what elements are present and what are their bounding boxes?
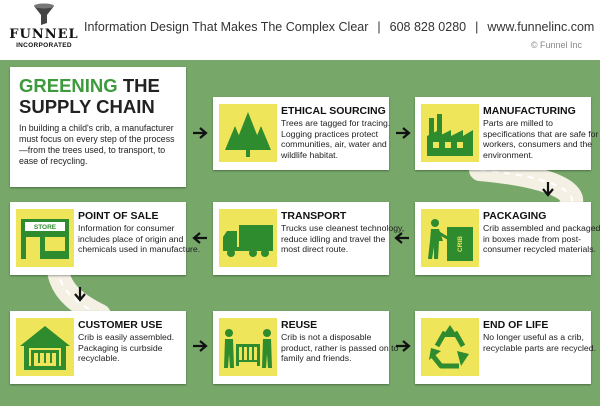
step-title: PACKAGING	[483, 210, 547, 222]
people-crib-icon	[224, 329, 272, 368]
step-title: MANUFACTURING	[483, 105, 576, 117]
funnel-icon	[34, 3, 54, 25]
arrow-right-icon	[395, 340, 411, 352]
step-text: Crib assembled and packaged in boxes mad…	[483, 223, 600, 255]
arrow-right-icon	[395, 127, 411, 139]
factory-icon	[427, 114, 473, 156]
header-tagline-row: Information Design That Makes The Comple…	[84, 20, 594, 34]
step-text: Parts are milled to specifications that …	[483, 118, 599, 160]
store-sign-label: STORE	[34, 224, 57, 231]
logo-wordmark: FUNNEL	[9, 27, 79, 42]
title-accent: GREENING	[19, 75, 118, 96]
intro-title: GREENING THE SUPPLY CHAIN	[19, 75, 160, 117]
step-customer-use: CUSTOMER USE Crib is easily assembled. P…	[10, 311, 186, 384]
intro-text: In building a child's crib, a manufactur…	[19, 123, 175, 166]
step-text: Crib is easily assembled. Packaging is c…	[78, 332, 175, 364]
step-title: TRANSPORT	[281, 210, 347, 222]
icon-frame: CRIB	[421, 209, 479, 267]
header: FUNNEL INCORPORATED Information Design T…	[0, 0, 600, 60]
step-text: Crib is not a disposable product, rather…	[281, 332, 399, 364]
separator: |	[377, 20, 381, 34]
step-point-of-sale: STORE POINT OF SALE Information for cons…	[10, 202, 200, 275]
icon-frame	[219, 209, 277, 267]
arrow-down-icon	[542, 181, 554, 197]
arrow-down-icon	[74, 286, 86, 302]
arrow-right-icon	[192, 127, 208, 139]
step-title: END OF LIFE	[483, 319, 549, 331]
step-text: Trees are tagged for tracing. Logging pr…	[281, 118, 391, 160]
tagline: Information Design That Makes The Comple…	[84, 20, 369, 34]
step-manufacturing: MANUFACTURING Parts are milled to specif…	[415, 97, 598, 170]
step-text: No longer useful as a crib, recyclable p…	[483, 332, 596, 353]
step-title: CUSTOMER USE	[78, 319, 163, 331]
title-line2: SUPPLY CHAIN	[19, 96, 155, 117]
truck-icon	[223, 225, 273, 257]
funnel-logo[interactable]: FUNNEL INCORPORATED	[8, 3, 80, 53]
store-icon: STORE	[21, 219, 69, 259]
icon-frame: STORE	[16, 209, 74, 267]
phone-number[interactable]: 608 828 0280	[389, 20, 467, 34]
copyright-notice: © Funnel Inc	[530, 40, 582, 50]
icon-frame	[421, 318, 479, 376]
step-packaging: CRIB PACKAGING Crib assembled and packag…	[415, 202, 600, 275]
arrow-left-icon	[192, 232, 208, 244]
logo-subtitle: INCORPORATED	[16, 42, 72, 49]
step-transport: TRANSPORT Trucks use cleanest technology…	[213, 202, 404, 275]
arrow-left-icon	[394, 232, 410, 244]
package-icon: CRIB	[428, 219, 473, 261]
step-reuse: REUSE Crib is not a disposable product, …	[213, 311, 398, 384]
trees-icon	[225, 112, 271, 157]
intro-panel: GREENING THE SUPPLY CHAIN In building a …	[10, 67, 186, 187]
infographic-board: GREENING THE SUPPLY CHAIN In building a …	[0, 60, 600, 406]
website-link[interactable]: www.funnelinc.com	[487, 20, 595, 34]
step-ethical-sourcing: ETHICAL SOURCING Trees are tagged for tr…	[213, 97, 390, 170]
house-crib-icon	[20, 326, 70, 370]
separator: |	[475, 20, 479, 34]
step-end-of-life: END OF LIFE No longer useful as a crib, …	[415, 311, 596, 384]
step-text: Trucks use cleanest technology, reduce i…	[281, 223, 405, 255]
arrow-right-icon	[192, 340, 208, 352]
step-title: REUSE	[281, 319, 318, 331]
step-title: ETHICAL SOURCING	[281, 105, 386, 117]
icon-frame	[16, 318, 74, 376]
crib-box-label: CRIB	[457, 236, 464, 252]
icon-frame	[421, 104, 479, 162]
step-text: Information for consumer includes place …	[78, 223, 201, 255]
step-title: POINT OF SALE	[78, 210, 159, 222]
icon-frame	[219, 318, 277, 376]
icon-frame	[219, 104, 277, 162]
recycle-icon	[429, 325, 469, 369]
title-rest: THE	[117, 75, 160, 96]
